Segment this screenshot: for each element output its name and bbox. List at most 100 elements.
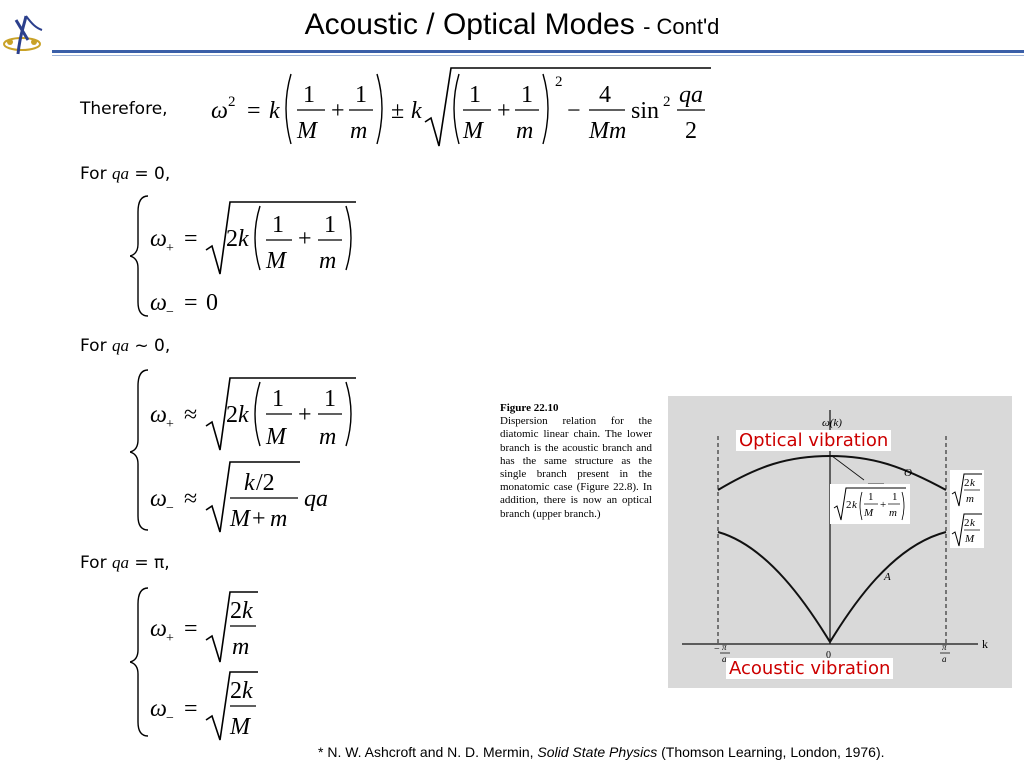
svg-text:+: + bbox=[166, 631, 174, 646]
svg-text:4: 4 bbox=[599, 82, 611, 108]
svg-text:/2: /2 bbox=[256, 470, 275, 496]
svg-text:k: k bbox=[970, 477, 976, 489]
svg-text:=: = bbox=[247, 98, 261, 124]
logo bbox=[2, 14, 48, 58]
omega-axis-label: ω(k) bbox=[822, 417, 842, 429]
svg-text:qa: qa bbox=[679, 82, 703, 108]
svg-text:k: k bbox=[244, 470, 255, 496]
svg-text:2: 2 bbox=[226, 402, 238, 428]
origin-label: 0 bbox=[826, 650, 831, 661]
svg-text:±: ± bbox=[391, 98, 404, 124]
svg-text:ω: ω bbox=[150, 290, 167, 316]
acoustic-vibration-callout: Acoustic vibration bbox=[726, 658, 894, 679]
svg-text:=: = bbox=[184, 290, 198, 316]
svg-text:+: + bbox=[497, 98, 511, 124]
svg-text:2: 2 bbox=[663, 94, 671, 110]
svg-text:m: m bbox=[516, 118, 533, 144]
figure-caption-block: Figure 22.10 Dispersion relation for the… bbox=[500, 402, 652, 521]
svg-text:1: 1 bbox=[469, 82, 481, 108]
svg-text:−: − bbox=[567, 98, 581, 124]
optical-vibration-callout: Optical vibration bbox=[736, 430, 892, 451]
svg-text:1: 1 bbox=[272, 212, 284, 238]
svg-text:m: m bbox=[270, 506, 287, 532]
svg-text:a: a bbox=[722, 654, 727, 664]
svg-text:m: m bbox=[966, 493, 974, 505]
svg-text:ω: ω bbox=[150, 486, 167, 512]
svg-text:k: k bbox=[970, 517, 976, 529]
title-divider bbox=[52, 50, 1024, 53]
k-axis-label: k bbox=[982, 637, 988, 651]
svg-text:−: − bbox=[714, 644, 720, 655]
svg-text:a: a bbox=[942, 654, 947, 664]
svg-text:1: 1 bbox=[868, 491, 874, 503]
svg-text:=: = bbox=[184, 226, 198, 252]
svg-text:=: = bbox=[184, 696, 198, 722]
title-subtitle: - Cont'd bbox=[643, 14, 720, 39]
svg-text:−: − bbox=[166, 305, 174, 320]
svg-text:2: 2 bbox=[226, 226, 238, 252]
svg-text:π: π bbox=[942, 642, 947, 652]
svg-text:k: k bbox=[238, 226, 249, 252]
svg-text:+: + bbox=[298, 226, 312, 252]
svg-text:M: M bbox=[229, 506, 252, 532]
svg-text:M: M bbox=[964, 533, 975, 545]
svg-text:ω: ω bbox=[211, 98, 228, 124]
svg-text:0: 0 bbox=[206, 290, 218, 316]
figure-caption: Dispersion relation for the diatomic lin… bbox=[500, 415, 652, 520]
svg-text:M: M bbox=[265, 248, 288, 274]
svg-text:2: 2 bbox=[230, 598, 242, 624]
svg-text:ω: ω bbox=[150, 402, 167, 428]
svg-text:M: M bbox=[296, 118, 319, 144]
svg-text:1: 1 bbox=[521, 82, 533, 108]
case-qa-approx-zero-label: For qa ~ 0, bbox=[80, 336, 171, 356]
svg-text:k: k bbox=[242, 598, 253, 624]
svg-text:1: 1 bbox=[324, 212, 336, 238]
svg-text:sin: sin bbox=[631, 98, 659, 124]
svg-text:1: 1 bbox=[324, 386, 336, 412]
svg-text:ω: ω bbox=[150, 226, 167, 252]
svg-text:=: = bbox=[184, 616, 198, 642]
book-title: Solid State Physics bbox=[537, 744, 658, 760]
svg-text:k: k bbox=[852, 499, 858, 511]
svg-text:2: 2 bbox=[555, 74, 563, 90]
svg-text:k: k bbox=[269, 98, 280, 124]
svg-text:π: π bbox=[722, 642, 727, 652]
svg-text:m: m bbox=[350, 118, 367, 144]
figure-heading: Figure 22.10 bbox=[500, 402, 559, 414]
svg-text:+: + bbox=[880, 499, 886, 511]
svg-text:Mm: Mm bbox=[588, 118, 626, 144]
svg-text:+: + bbox=[166, 417, 174, 432]
therefore-label: Therefore, bbox=[80, 99, 168, 119]
svg-text:2: 2 bbox=[228, 94, 236, 110]
svg-text:1: 1 bbox=[355, 82, 367, 108]
svg-text:M: M bbox=[265, 424, 288, 450]
svg-text:qa: qa bbox=[304, 486, 328, 512]
svg-text:k: k bbox=[238, 402, 249, 428]
svg-text:1: 1 bbox=[892, 491, 898, 503]
svg-text:m: m bbox=[232, 634, 249, 660]
acoustic-branch-label: A bbox=[883, 571, 891, 583]
svg-text:ω: ω bbox=[150, 616, 167, 642]
case-qa-zero-label: For qa = 0, bbox=[80, 164, 171, 184]
svg-text:1: 1 bbox=[272, 386, 284, 412]
svg-text:ω: ω bbox=[150, 696, 167, 722]
svg-text:+: + bbox=[166, 241, 174, 256]
svg-text:2: 2 bbox=[964, 477, 970, 489]
svg-text:1: 1 bbox=[303, 82, 315, 108]
svg-text:M: M bbox=[229, 714, 252, 740]
case-qa-pi-label: For qa = π, bbox=[80, 553, 170, 573]
footnote-citation: * N. W. Ashcroft and N. D. Mermin, Solid… bbox=[318, 744, 885, 760]
svg-text:2: 2 bbox=[846, 499, 852, 511]
svg-text:2: 2 bbox=[230, 678, 242, 704]
svg-text:≈: ≈ bbox=[184, 402, 197, 428]
svg-text:m: m bbox=[319, 424, 336, 450]
svg-text:m: m bbox=[319, 248, 336, 274]
svg-text:+: + bbox=[298, 402, 312, 428]
slide-title: Acoustic / Optical Modes - Cont'd bbox=[0, 8, 1024, 42]
svg-text:k: k bbox=[242, 678, 253, 704]
svg-text:M: M bbox=[462, 118, 485, 144]
